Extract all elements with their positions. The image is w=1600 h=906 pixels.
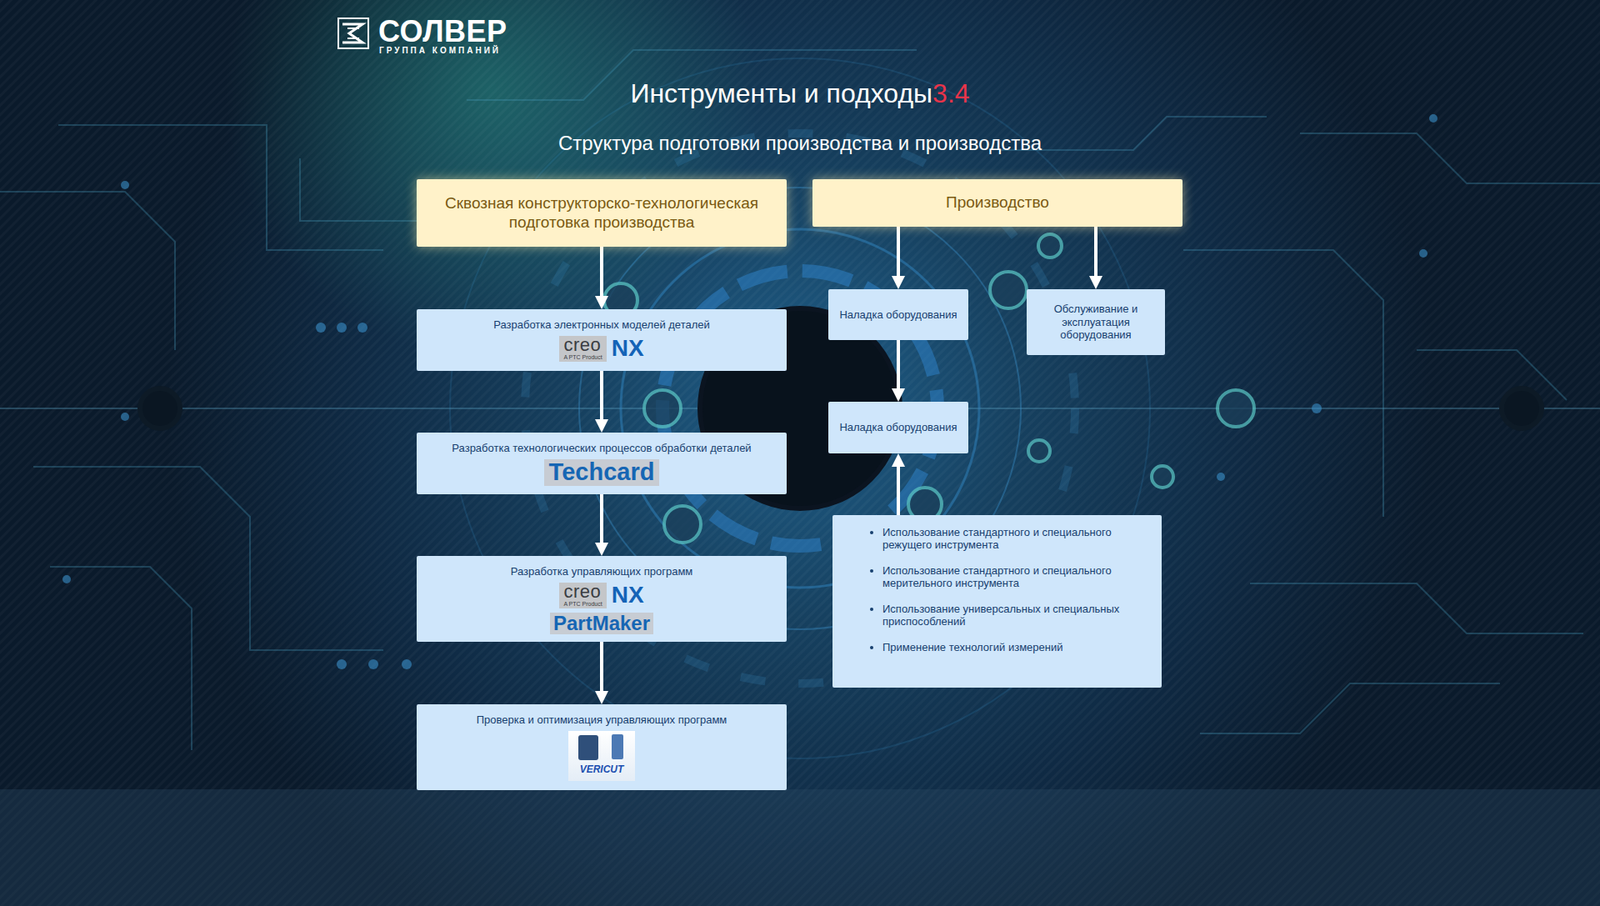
text-row: Techcard [544, 459, 660, 486]
box-text: Разработка электронных моделей деталей [493, 319, 710, 332]
text-row: Сквозная конструкторско-технологическая … [425, 194, 779, 233]
text-row: Разработка электронных моделей деталей [493, 319, 710, 332]
logo-tagline: A PTC Product [563, 354, 602, 360]
flow-arrow [896, 340, 900, 397]
text-row: Разработка технологических процессов обр… [451, 442, 751, 455]
process-box: Разработка управляющих программ creoA PTC… [416, 555, 787, 642]
flow-arrow [600, 494, 604, 551]
bullet-item: Применение технологий измерений [882, 641, 1125, 655]
flow-arrow [896, 226, 900, 285]
bullet-item: Использование универсальных и специальны… [882, 603, 1125, 629]
flow-arrow [600, 246, 604, 305]
process-box: Обслуживание и эксплуатация оборудования [1026, 289, 1165, 355]
box-text: Наладка оборудования [839, 420, 957, 435]
process-box: Проверка и оптимизация управляющих прогр… [416, 704, 787, 790]
text-row: Наладка оборудования [839, 308, 957, 322]
software-logo: NX [611, 336, 645, 360]
text-row: Наладка оборудования [839, 420, 957, 435]
bullet-box: Использование стандартного и специальног… [832, 515, 1162, 688]
text-row: VERICUT [568, 730, 635, 781]
flow-arrow [1094, 226, 1098, 285]
software-logo: PartMaker [550, 612, 654, 635]
bullet-item: Использование стандартного и специальног… [882, 526, 1125, 552]
software-logo: Techcard [544, 459, 660, 486]
text-row: PartMaker [550, 612, 654, 635]
process-box: Наладка оборудования [828, 289, 969, 340]
software-logo: NX [611, 583, 645, 607]
box-text: Производство [945, 193, 1050, 213]
section-header: Производство [812, 179, 1183, 227]
logo-word: creo [563, 336, 601, 355]
process-box: Разработка технологических процессов обр… [416, 432, 787, 495]
section-header: Сквозная конструкторско-технологическая … [416, 179, 787, 247]
box-text: Наладка оборудования [839, 308, 957, 322]
software-logo: VERICUT [568, 730, 635, 781]
logo-word: creo [563, 583, 601, 601]
box-text: Проверка и оптимизация управляющих прогр… [476, 714, 728, 727]
company-logo-text: СОЛВЕР [378, 16, 508, 47]
text-row: Производство [945, 193, 1050, 213]
box-text: Разработка технологических процессов обр… [451, 442, 751, 455]
flow-arrow [896, 458, 900, 515]
title-row: Инструменты и подходы3.4 [0, 78, 1600, 110]
box-text: Разработка управляющих программ [510, 565, 694, 579]
subtitle: Структура подготовки производства и прои… [0, 131, 1600, 155]
box-text: Сквозная конструкторско-технологическая … [425, 194, 779, 233]
section-number: 3.4 [932, 78, 970, 109]
text-row: Разработка управляющих программ [510, 565, 694, 579]
company-logo-subtext: ГРУППА КОМПАНИЙ [379, 46, 501, 55]
flow-arrow [600, 370, 604, 428]
bullet-list: Использование стандартного и специальног… [832, 526, 1125, 655]
software-logo: creoA PTC Product [559, 582, 606, 609]
page-title: Инструменты и подходы [630, 78, 933, 109]
bullet-item: Использование стандартного и специальног… [882, 565, 1125, 590]
process-box: Разработка электронных моделей деталей cr… [416, 309, 787, 371]
text-row: Обслуживание и эксплуатация оборудования [1033, 302, 1159, 342]
text-row: creoA PTC ProductNX [559, 582, 644, 609]
text-row: creoA PTC ProductNX [559, 335, 644, 362]
flow-arrow [600, 641, 604, 700]
software-logo: creoA PTC Product [559, 335, 606, 362]
logo-tagline: A PTC Product [563, 600, 602, 607]
process-box: Наладка оборудования [828, 401, 969, 454]
box-text: Обслуживание и эксплуатация оборудования [1033, 302, 1159, 342]
text-row: Проверка и оптимизация управляющих прогр… [476, 714, 728, 727]
